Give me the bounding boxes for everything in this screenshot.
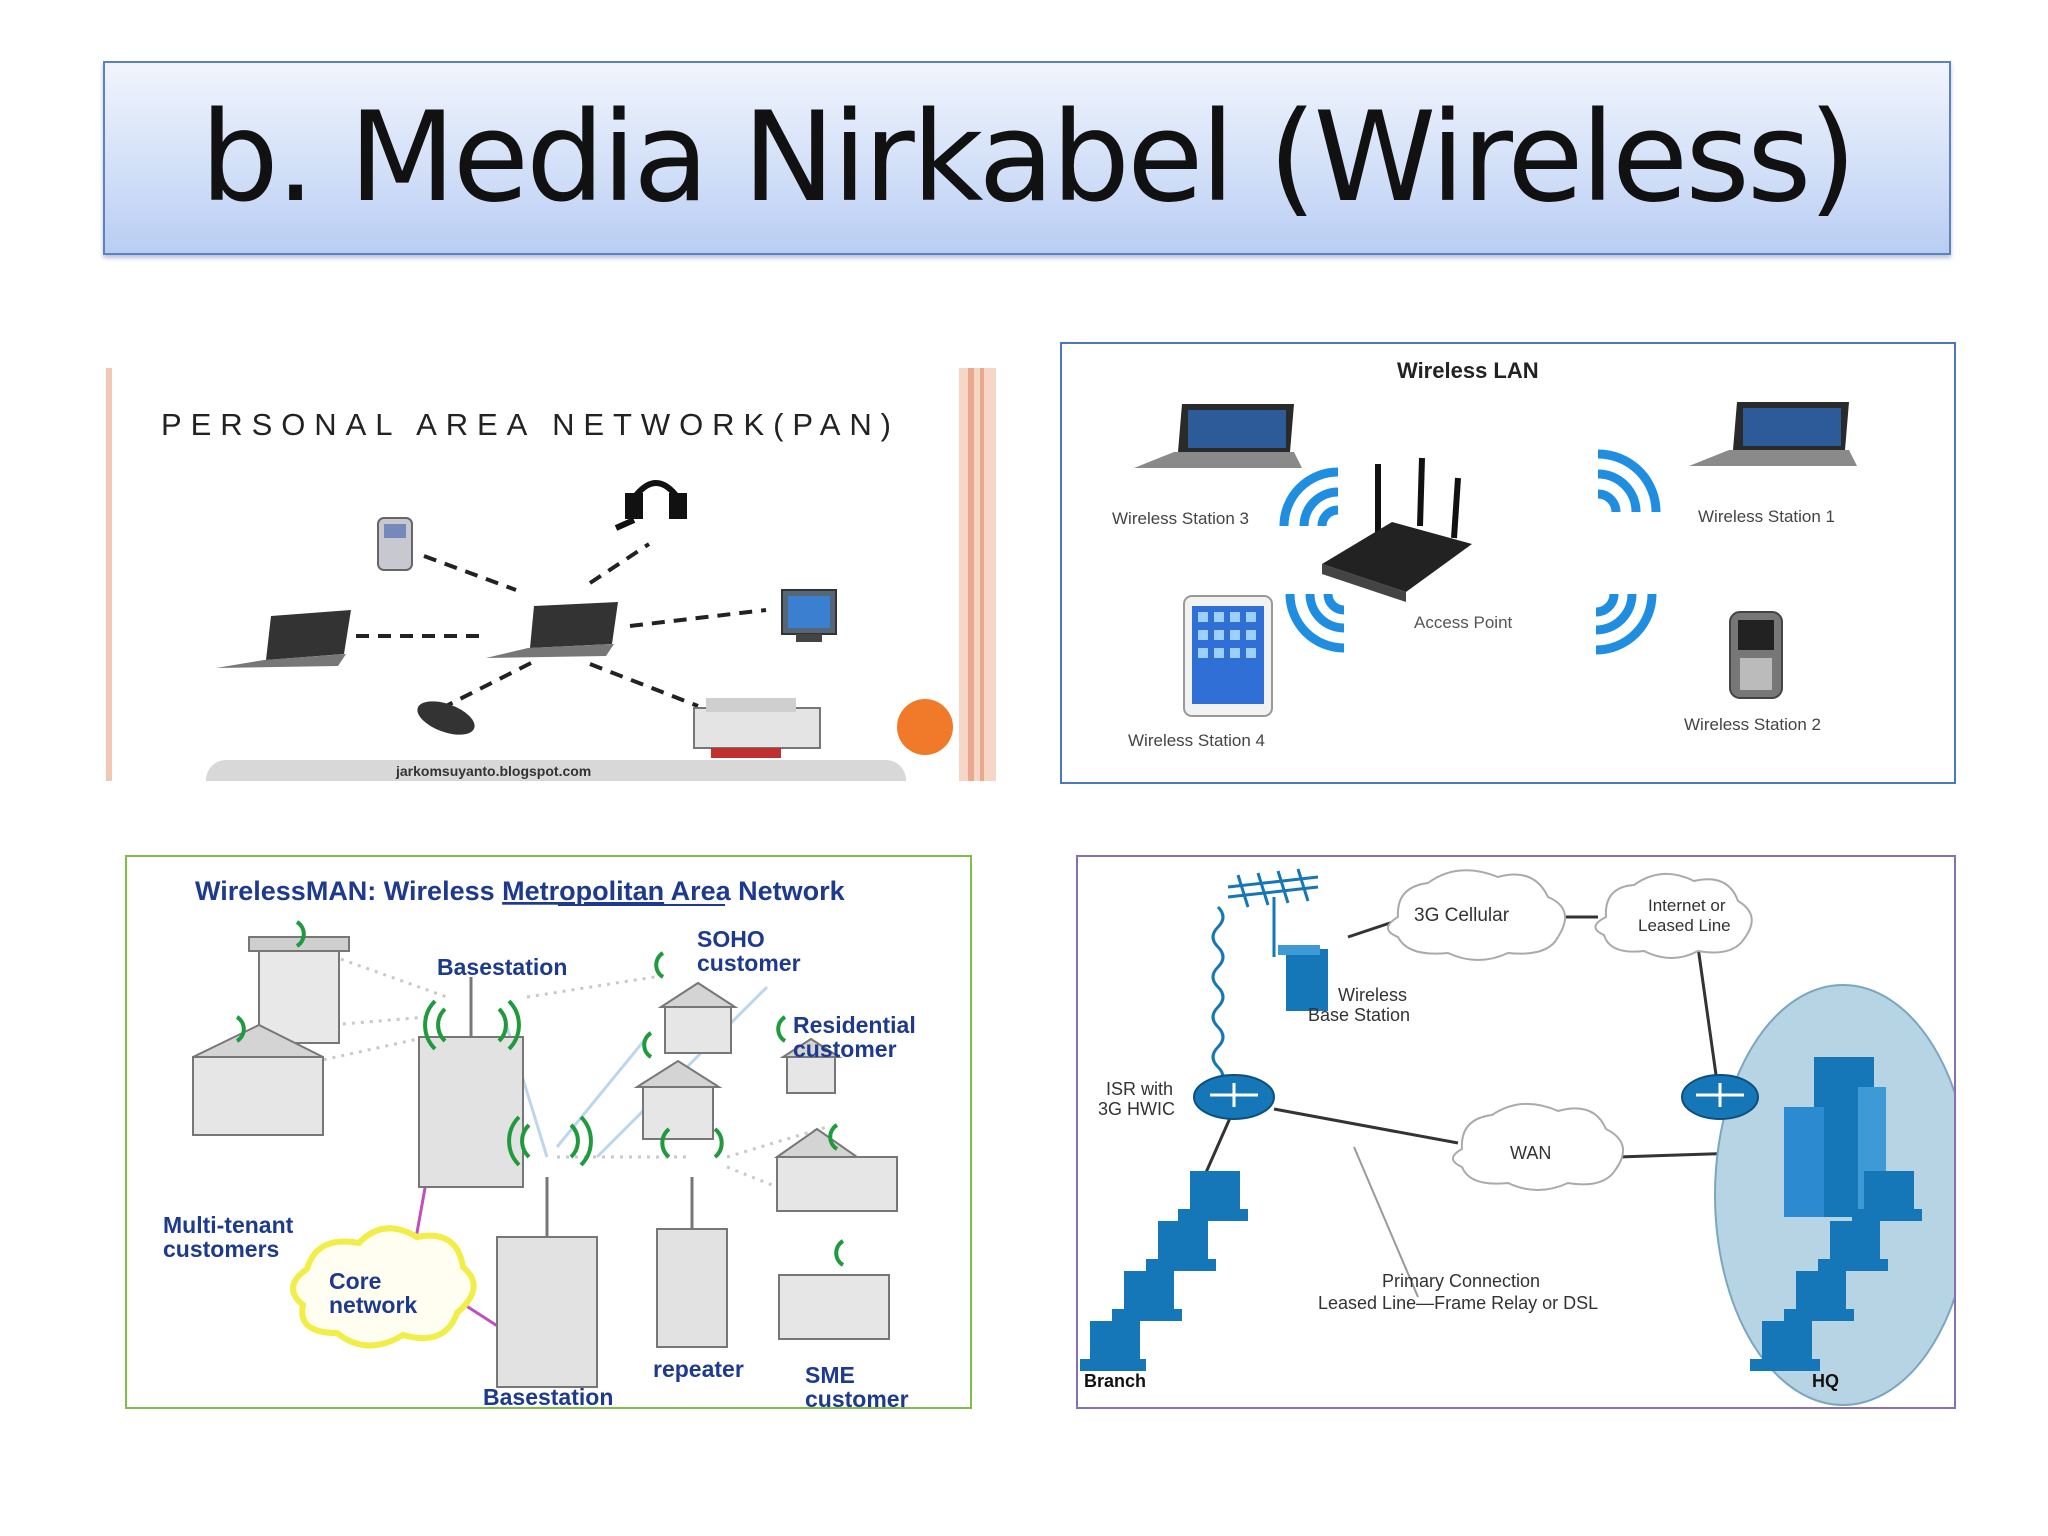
hq-computers (1750, 1171, 1922, 1371)
computer-icon (1750, 1321, 1820, 1371)
primary-connection-label-1: Primary Connection (1382, 1271, 1540, 1291)
phone-station2-icon (1729, 611, 1783, 699)
phone-icon (377, 517, 413, 571)
soho-label-1: SOHO (697, 926, 765, 952)
basestation-top-label: Basestation (437, 954, 567, 980)
router-icon (1322, 457, 1472, 602)
wman-diagram: WirelessMAN: Wireless Metropolitan Area … (125, 855, 972, 1409)
wlan-heading: Wireless LAN (1397, 358, 1539, 383)
repeater-label: repeater (653, 1356, 744, 1382)
house-icon (633, 1059, 723, 1140)
soho-house-icon (657, 981, 739, 1054)
pan-heading: PERSONAL AREA NETWORK(PAN) (161, 407, 891, 442)
sme-building-icon (778, 1274, 890, 1340)
residential-label-1: Residential (793, 1012, 916, 1038)
computer-icon (1080, 1321, 1146, 1371)
wifi-signal-bottom-right-icon (1595, 593, 1657, 655)
station2-label: Wireless Station 2 (1684, 715, 1821, 734)
wan-diagram: 3G Cellular Internet or Leased Line Wire… (1076, 855, 1956, 1409)
cellular-cloud (1387, 869, 1567, 961)
mouse-icon (417, 701, 475, 735)
isr-label-1: ISR with (1106, 1079, 1173, 1099)
computer-icon (1818, 1221, 1888, 1271)
base-station-icon (1278, 945, 1328, 1011)
hq-label: HQ (1812, 1371, 1839, 1391)
computer-icon (1146, 1221, 1216, 1271)
base-station-label-1: Wireless (1338, 985, 1407, 1005)
branch-computers (1080, 1171, 1248, 1371)
computer-icon (1852, 1171, 1922, 1221)
tower-building-icon (418, 977, 524, 1188)
core-network-cloud (290, 1225, 477, 1349)
wlan-diagram: Wireless LAN Wireless Station 3 Wireless… (1060, 342, 1956, 784)
wifi-signal-top-right-icon (1597, 449, 1661, 513)
wman-heading: WirelessMAN: Wireless Metropolitan Area … (195, 876, 846, 906)
wifi-signal-top-left-icon (1279, 467, 1339, 527)
laptop-icon (216, 610, 351, 668)
multi-tenant-building-icon (192, 1023, 324, 1136)
computer-icon (1112, 1271, 1182, 1321)
wifi-signal-bottom-left-icon (1285, 593, 1345, 653)
pan-footer: jarkomsuyanto.blogspot.com (395, 763, 591, 779)
signal-icons (235, 920, 845, 1267)
access-point-label: Access Point (1414, 613, 1513, 632)
station4-label: Wireless Station 4 (1128, 731, 1265, 750)
laptop-station3-icon (1134, 404, 1302, 468)
core-network-label-2: network (329, 1292, 417, 1318)
primary-connection-label-2: Leased Line—Frame Relay or DSL (1318, 1293, 1598, 1313)
wan-svg: 3G Cellular Internet or Leased Line Wire… (1080, 868, 1954, 1406)
internet-cloud (1594, 872, 1753, 959)
laptop-hub-icon (486, 602, 618, 658)
wan-label: WAN (1510, 1143, 1551, 1163)
station1-label: Wireless Station 1 (1698, 507, 1835, 526)
printer-icon (693, 698, 821, 758)
computer-icon (1784, 1271, 1854, 1321)
soho-label-2: customer (697, 950, 801, 976)
repeater-building-icon (656, 1177, 728, 1348)
monitor-icon (781, 589, 837, 642)
station3-label: Wireless Station 3 (1112, 509, 1249, 528)
wan-cloud (1452, 1102, 1625, 1191)
slide-title-box: b. Media Nirkabel (Wireless) (103, 61, 1951, 255)
multi-tenant-label-2: customers (163, 1236, 279, 1262)
hq-building-icon (1784, 1057, 1886, 1217)
residential-house-icon (779, 1037, 843, 1094)
sme-label-2: customer (805, 1386, 909, 1407)
internet-label-2: Leased Line (1638, 916, 1731, 935)
base-station-label-2: Base Station (1308, 1005, 1410, 1025)
internet-label-1: Internet or (1648, 896, 1726, 915)
isr-router-icon (1193, 1074, 1275, 1120)
wman-svg: WirelessMAN: Wireless Metropolitan Area … (163, 876, 916, 1407)
core-network-label-1: Core (329, 1268, 381, 1294)
laptop-station1-icon (1689, 402, 1857, 466)
headset-icon (614, 480, 687, 531)
sme-label-1: SME (805, 1362, 855, 1388)
pan-diagram: PERSONAL AREA NETWORK(PAN) (106, 368, 996, 781)
basestation-bottom-label: Basestation (483, 1384, 613, 1407)
factory-icon (773, 1127, 898, 1212)
isr-label-2: 3G HWIC (1098, 1099, 1175, 1119)
orange-dot (897, 699, 953, 755)
multi-tenant-label-1: Multi-tenant (163, 1212, 294, 1238)
cellular-label: 3G Cellular (1414, 905, 1510, 926)
slide-title: b. Media Nirkabel (Wireless) (200, 86, 1857, 230)
wlan-svg: Wireless LAN Wireless Station 3 Wireless… (1112, 358, 1857, 750)
antenna-icon (1211, 868, 1319, 1089)
computer-icon (1178, 1171, 1248, 1221)
basestation-building-icon (496, 1177, 598, 1388)
tablet-station4-icon (1183, 595, 1273, 717)
residential-label-2: customer (793, 1036, 897, 1062)
branch-label: Branch (1084, 1371, 1146, 1391)
hq-router-icon (1681, 1074, 1759, 1120)
pan-svg: PERSONAL AREA NETWORK(PAN) (106, 368, 996, 781)
